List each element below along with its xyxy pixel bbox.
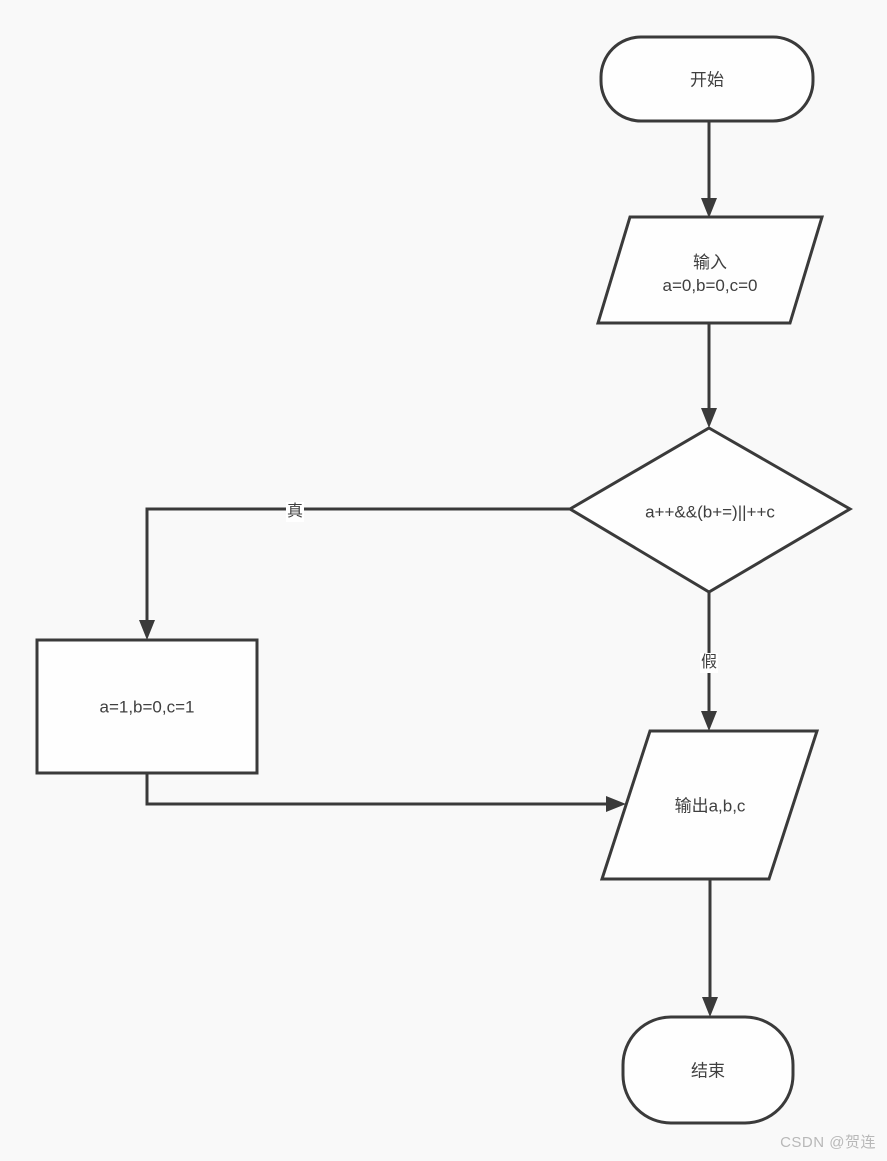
process-rect-shape [35,638,259,775]
arrowhead-decision-true-to-process [139,620,155,640]
input-parallelogram-shape [595,215,825,325]
output-parallelogram-shape [599,729,820,881]
arrowhead-process-to-output [606,796,626,812]
arrow-process-to-output [145,773,608,806]
process-node-label: a=1,b=0,c=1 [99,697,195,717]
csdn-watermark: CSDN @贺连 [780,1134,876,1151]
arrowhead-decision-false-to-output [701,711,717,731]
false-branch-label: 假 [699,653,719,673]
input-node-label-line1: 输入 [692,253,727,272]
output-node-label: 输出a,b,c [674,796,746,816]
start-node-label: 开始 [690,70,724,90]
arrowhead-input-to-decision [701,408,717,428]
arrow-decision-true-to-process [145,507,570,622]
decision-diamond-shape [567,426,853,594]
arrowhead-start-to-input [701,198,717,218]
arrowhead-output-to-end [702,997,718,1017]
end-node-label: 结束 [691,1061,725,1081]
input-node-label: 输入 a=0,b=0,c=0 [662,251,757,297]
start-terminator-shape [599,35,815,123]
true-branch-label: 真 [285,502,305,522]
end-terminator-shape [621,1015,795,1125]
input-node-label-line2: a=0,b=0,c=0 [662,276,758,295]
decision-node-label: a++&&(b+=)||++c [645,502,775,522]
